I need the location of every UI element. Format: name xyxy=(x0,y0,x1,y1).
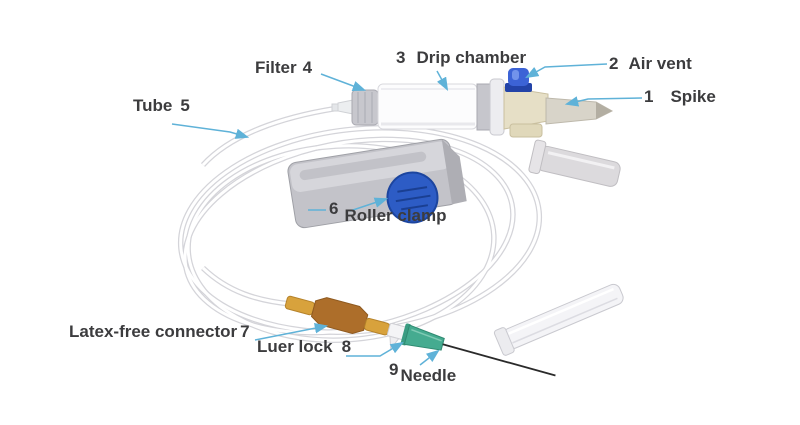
label-luer-lock: Luer lock 8 xyxy=(257,337,351,357)
label-latex-free-connector-text: Latex-free connector xyxy=(69,322,238,341)
label-drip-chamber: 3 Drip chamber xyxy=(396,48,526,68)
roller-clamp-graphic xyxy=(287,138,467,229)
label-tube-number: 5 xyxy=(180,96,190,115)
connector-neck-left xyxy=(284,295,315,316)
label-air-vent-number: 2 xyxy=(609,54,619,73)
label-air-vent: 2 Air vent xyxy=(609,54,692,74)
leader-roller-clamp xyxy=(349,197,389,212)
needle-cap-graphic xyxy=(493,283,624,356)
label-roller-clamp: 6 Roller clamp xyxy=(329,199,447,225)
label-latex-free-connector: Latex-free connector 7 xyxy=(69,322,250,342)
label-needle-text: Needle xyxy=(400,366,457,385)
label-roller-clamp-number: 6 xyxy=(329,199,339,218)
needle-graphic xyxy=(442,343,556,377)
leader-lines xyxy=(171,63,643,366)
leader-spike xyxy=(564,96,643,107)
spike-holder-graphic xyxy=(503,86,549,130)
drip-chamber-assembly xyxy=(331,68,614,138)
label-tube-text: Tube xyxy=(133,96,173,115)
label-roller-clamp-text: Roller clamp xyxy=(344,206,447,225)
label-latex-free-connector-number: 7 xyxy=(240,322,250,341)
leader-drip-chamber xyxy=(436,70,449,91)
label-air-vent-text: Air vent xyxy=(628,54,692,73)
leader-needle xyxy=(419,349,440,366)
leader-air-vent xyxy=(525,63,608,79)
label-luer-lock-number: 8 xyxy=(341,337,352,356)
spike-cover-graphic xyxy=(528,139,621,187)
label-filter-text: Filter xyxy=(255,58,297,77)
filter-graphic xyxy=(337,99,354,115)
leader-filter xyxy=(320,73,367,91)
label-spike-number: 1 xyxy=(644,87,654,106)
label-filter-number: 4 xyxy=(302,58,313,77)
leader-latex-connector xyxy=(254,323,329,341)
label-needle: 9 Needle xyxy=(389,360,456,385)
label-spike: 1 Spike xyxy=(644,87,716,107)
drip-chamber-body xyxy=(377,83,478,130)
label-drip-chamber-number: 3 xyxy=(396,48,406,67)
label-spike-text: Spike xyxy=(670,87,716,106)
leader-tube xyxy=(171,123,250,139)
label-tube: Tube 5 xyxy=(133,96,190,116)
leader-luer-lock xyxy=(346,341,404,357)
label-filter: Filter 4 xyxy=(255,58,312,78)
label-drip-chamber-text: Drip chamber xyxy=(416,48,527,67)
label-luer-lock-text: Luer lock xyxy=(257,337,333,356)
label-needle-number: 9 xyxy=(389,360,399,379)
